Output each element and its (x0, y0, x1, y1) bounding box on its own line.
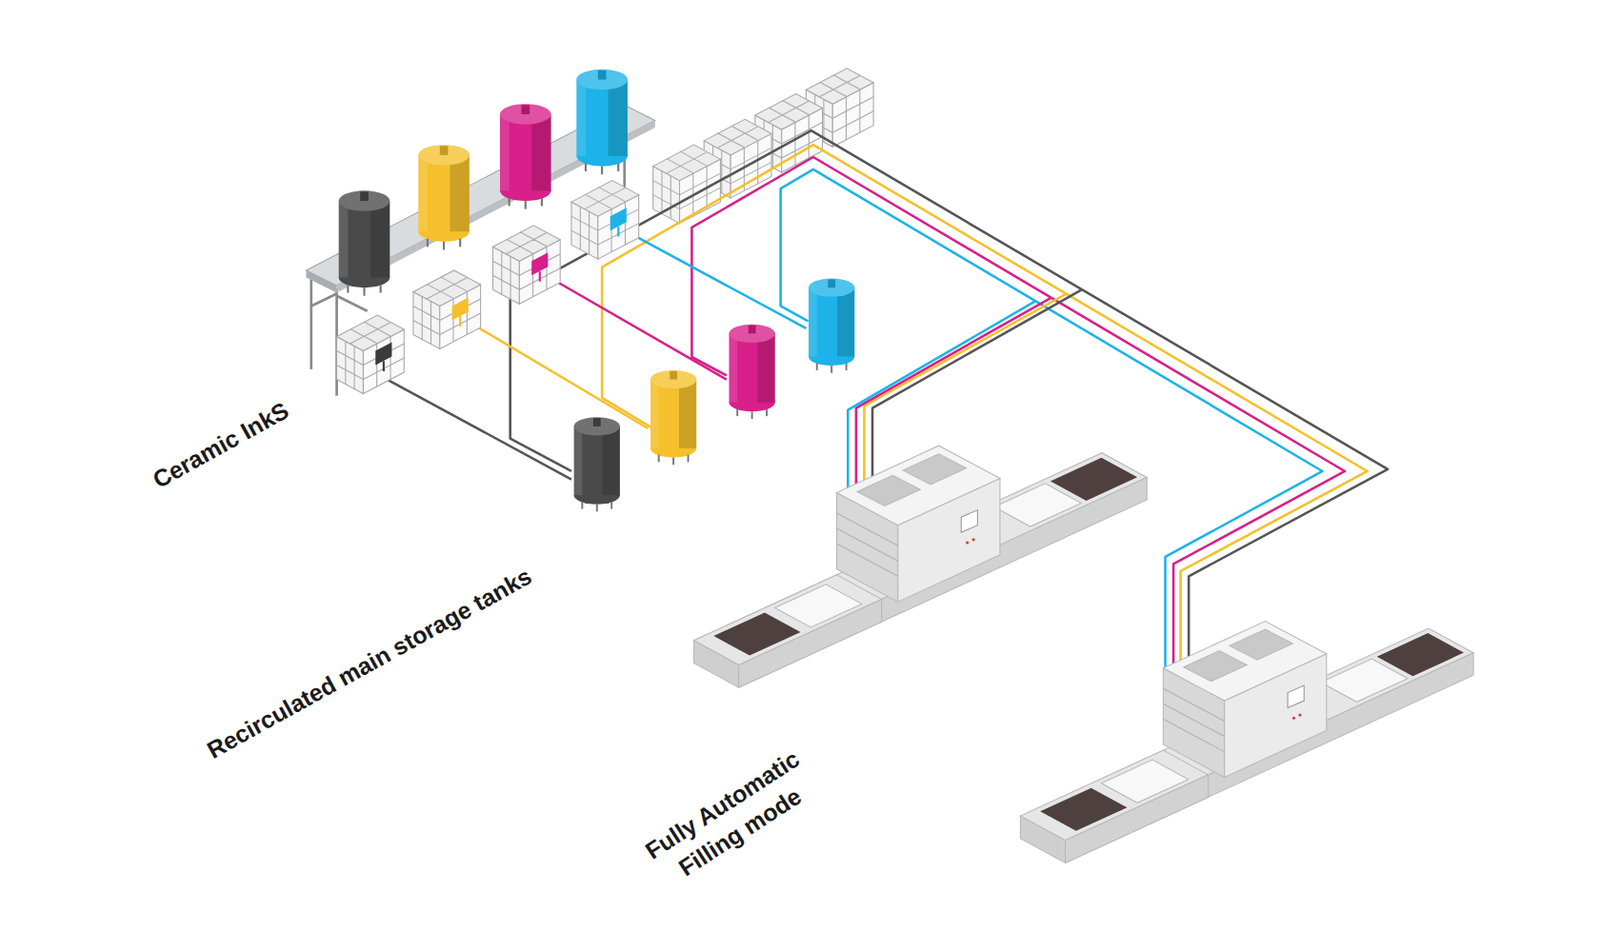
caption-label: Ceramic InkS (147, 395, 296, 497)
caption-label: Recirculated main storage tanks (201, 560, 539, 767)
caption-label: Fully Automatic Filling mode (621, 732, 841, 906)
